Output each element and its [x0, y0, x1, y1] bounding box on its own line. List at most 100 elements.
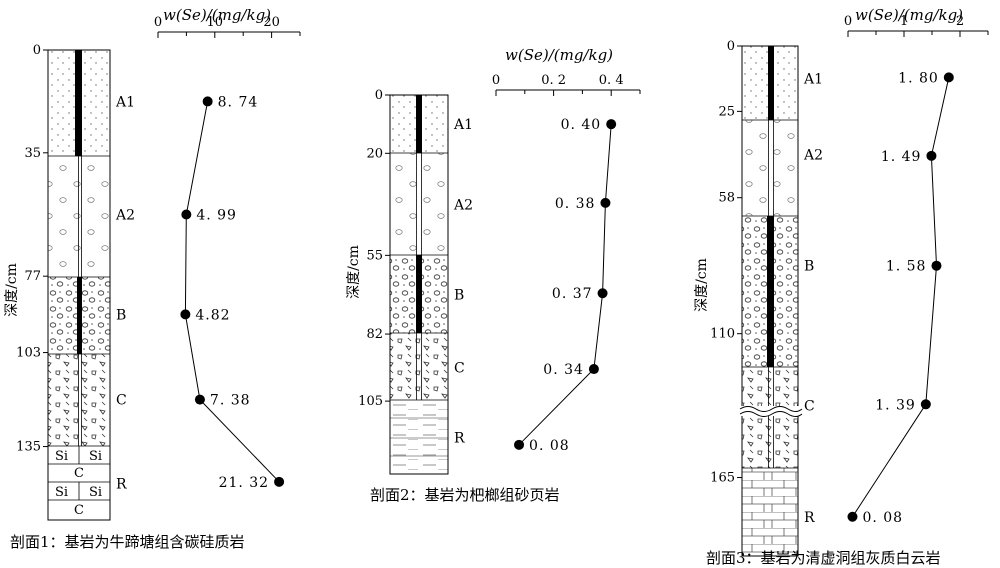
profile-1-ylabel: 深度/cm	[4, 263, 20, 317]
rock-label-c: C	[74, 503, 84, 518]
root-channel-bar	[77, 277, 82, 354]
depth-tick-label: 0	[727, 39, 735, 54]
depth-tick-label: 135	[16, 440, 41, 455]
data-label: 0. 08	[529, 438, 570, 454]
data-point	[943, 72, 954, 83]
depth-tick-label: 77	[24, 269, 41, 284]
rock-label-si: Si	[89, 485, 102, 500]
profile-3-layer-c	[742, 367, 798, 468]
x-tick-label: 2	[956, 14, 964, 29]
profile-3-series-line	[852, 77, 950, 518]
depth-tick-label: 55	[366, 248, 383, 263]
depth-tick-label: 25	[718, 104, 735, 119]
horizon-label: B	[804, 259, 814, 275]
profile-3-layer-r	[742, 468, 798, 556]
x-tick-label: 0. 4	[599, 73, 624, 88]
profile-2-series-line	[518, 124, 612, 446]
depth-tick-label: 35	[24, 146, 41, 161]
depth-tick-label: 103	[16, 346, 41, 361]
data-label: 21. 32	[219, 475, 270, 491]
profile-2-layer-a2	[390, 153, 448, 255]
profile-2-title: w(Se)/(mg/kg)	[505, 46, 613, 64]
x-tick-label: 0. 2	[541, 73, 566, 88]
data-point	[920, 399, 931, 410]
data-label: 4. 99	[196, 208, 237, 224]
x-tick-label: 20	[263, 15, 280, 30]
horizon-label: A1	[115, 94, 135, 110]
depth-tick-label: 0	[375, 88, 383, 103]
data-label: 0. 08	[862, 510, 903, 526]
root-channel-bar	[768, 46, 774, 120]
profile-3-column	[738, 45, 803, 557]
horizon-label: R	[116, 476, 127, 492]
rock-label-si: Si	[55, 485, 68, 500]
depth-tick-label: 0	[33, 43, 41, 58]
data-point	[181, 209, 192, 220]
horizon-label: R	[454, 431, 465, 447]
root-channel-bar	[416, 255, 422, 333]
x-tick-label: 1	[900, 14, 908, 29]
data-label: 0. 40	[561, 117, 602, 133]
depth-tick-label: 20	[366, 146, 383, 161]
profile-3-points: 1. 801. 491. 581. 390. 08	[847, 70, 954, 526]
profile-1-caption: 剖面1：基岩为牛蹄塘组含碳硅质岩	[10, 533, 245, 551]
x-tick-label: 0	[154, 15, 162, 30]
data-label: 0. 38	[555, 196, 596, 212]
horizon-label: A2	[803, 148, 823, 164]
profile-2-x-ticks: 0 0. 2 0. 4	[492, 73, 641, 96]
rock-label-si: Si	[55, 449, 68, 464]
data-point	[847, 511, 858, 522]
data-point	[274, 476, 285, 487]
data-point	[606, 119, 617, 130]
horizon-label: R	[804, 510, 815, 526]
profile-3-layer-a2	[742, 120, 798, 216]
data-label: 0. 37	[552, 286, 593, 302]
horizon-label: B	[116, 307, 126, 323]
rock-label-si: Si	[89, 449, 102, 464]
data-point	[926, 150, 937, 161]
data-label: 1. 58	[886, 259, 927, 275]
data-point	[931, 260, 942, 271]
x-tick-label: 10	[207, 15, 224, 30]
x-tick-label: 0	[492, 73, 500, 88]
profile-2-caption: 剖面2：基岩为杷榔组砂页岩	[370, 486, 560, 504]
profile-1-column: Si Si C Si Si C	[47, 49, 111, 521]
data-label: 1. 80	[898, 70, 939, 86]
root-channel-bar	[75, 50, 82, 156]
data-point	[194, 394, 205, 405]
horizon-label: C	[804, 399, 815, 415]
x-tick-label: 0	[844, 14, 852, 29]
horizon-label: A2	[115, 208, 135, 224]
horizon-label: C	[116, 393, 127, 409]
profile-1-layer-a2	[48, 156, 110, 277]
horizon-label: A1	[453, 117, 473, 133]
horizon-label: B	[454, 288, 464, 304]
depth-tick-label: 82	[366, 327, 383, 342]
data-point	[514, 439, 525, 450]
rock-label-c: C	[74, 466, 84, 481]
profile-2-layer-c	[390, 333, 448, 400]
data-point	[180, 309, 191, 320]
root-channel-bar	[416, 95, 422, 153]
horizon-label: C	[454, 361, 465, 377]
profile-2-points: 0. 40 0. 38 0. 37 0. 34 0. 08	[514, 117, 617, 454]
data-label: 7. 38	[210, 393, 251, 409]
profile-3-title: w(Se)/(mg/kg)	[855, 6, 963, 24]
profile-2-column	[389, 94, 449, 475]
data-point	[202, 96, 213, 107]
data-label: 0. 34	[543, 362, 584, 378]
profile-3-caption: 剖面3：基岩为清虚洞组灰质白云岩	[706, 549, 941, 567]
depth-tick-label: 110	[710, 327, 735, 342]
profile-1-layer-c	[48, 354, 110, 446]
depth-tick-label: 165	[710, 471, 735, 486]
profile-1-x-ticks: 0 10 20	[154, 15, 301, 38]
horizon-label: A2	[453, 197, 473, 213]
profile-2-layer-r	[390, 400, 448, 474]
profile-3-ylabel: 深度/cm	[694, 258, 710, 312]
